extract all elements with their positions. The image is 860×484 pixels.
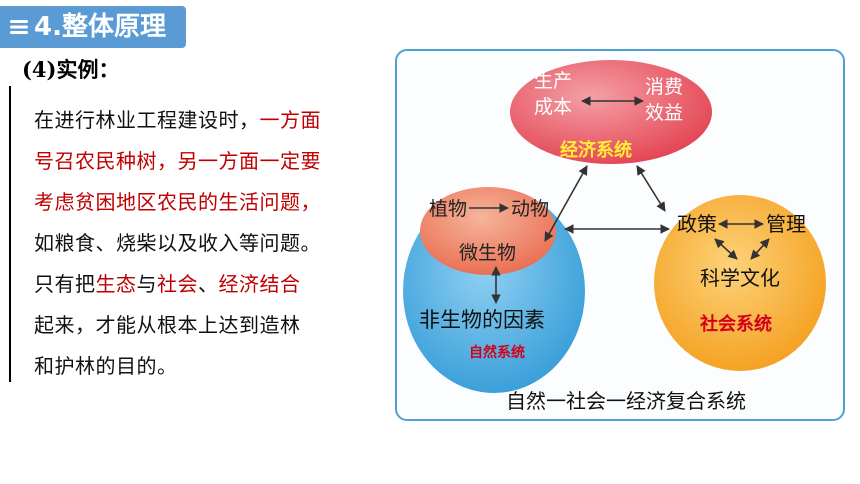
tech-culture-label: 科学文化	[700, 266, 780, 290]
divider-line	[9, 86, 11, 382]
economic-system-circle	[510, 60, 712, 164]
social-system-circle	[654, 195, 826, 371]
abiotic-label: 非生物的因素	[419, 308, 545, 332]
diagram-caption: 自然一社会一经济复合系统	[506, 389, 746, 413]
plant-label: 植物	[429, 198, 467, 220]
list-bullet-icon	[10, 20, 28, 34]
animal-label: 动物	[511, 198, 549, 220]
natural-system-label: 自然系统	[469, 344, 525, 361]
paragraph-2: 只有把生态与社会、经济结合 起来，才能从根本上达到造林 和护林的目的。	[34, 264, 301, 387]
management-label: 管理	[766, 212, 806, 236]
subheading: (4)实例：	[22, 57, 120, 82]
paragraph-1-line-3: 考虑贫困地区农民的生活问题，	[34, 190, 321, 214]
title-bar: 4.整体原理	[0, 6, 186, 48]
economic-system-label: 经济系统	[560, 139, 632, 161]
paragraph-2-line-2: 起来，才能从根本上达到造林	[34, 313, 301, 337]
diagram-canvas: 生产 成本 消费 效益 经济系统 植物 动物 微生物 非生物的因素 自然系统 政…	[403, 60, 826, 413]
paragraph-1-line-4: 如粮食、烧柴以及收入等问题。	[34, 231, 321, 255]
paragraph-2-line-3: 和护林的目的。	[34, 354, 178, 378]
manage-tech-arrow	[750, 238, 770, 260]
slide-title: 4.整体原理	[34, 12, 166, 42]
paragraph-2-line-1: 只有把生态与社会、经济结合	[34, 272, 301, 296]
policy-tech-arrow	[714, 238, 738, 260]
econ-item-1: 生产	[534, 70, 572, 92]
microbe-label: 微生物	[459, 242, 516, 264]
econ-item-3: 消费	[645, 76, 683, 98]
policy-label: 政策	[677, 212, 717, 236]
econ-item-4: 效益	[645, 102, 683, 124]
econ-item-2: 成本	[534, 96, 572, 118]
paragraph-1-line-1: 在进行林业工程建设时，一方面	[34, 108, 321, 132]
econ-natural-arrow	[544, 165, 588, 242]
diagram-panel: 生产 成本 消费 效益 经济系统 植物 动物 微生物 非生物的因素 自然系统 政…	[395, 49, 845, 421]
organisms-circle	[420, 187, 556, 275]
paragraph-1-line-2: 号召农民种树，另一方面一定要	[34, 149, 321, 173]
paragraph-1: 在进行林业工程建设时，一方面 号召农民种树，另一方面一定要 考虑贫困地区农民的生…	[34, 100, 321, 264]
econ-social-arrow	[636, 165, 666, 212]
social-system-label: 社会系统	[700, 313, 772, 335]
